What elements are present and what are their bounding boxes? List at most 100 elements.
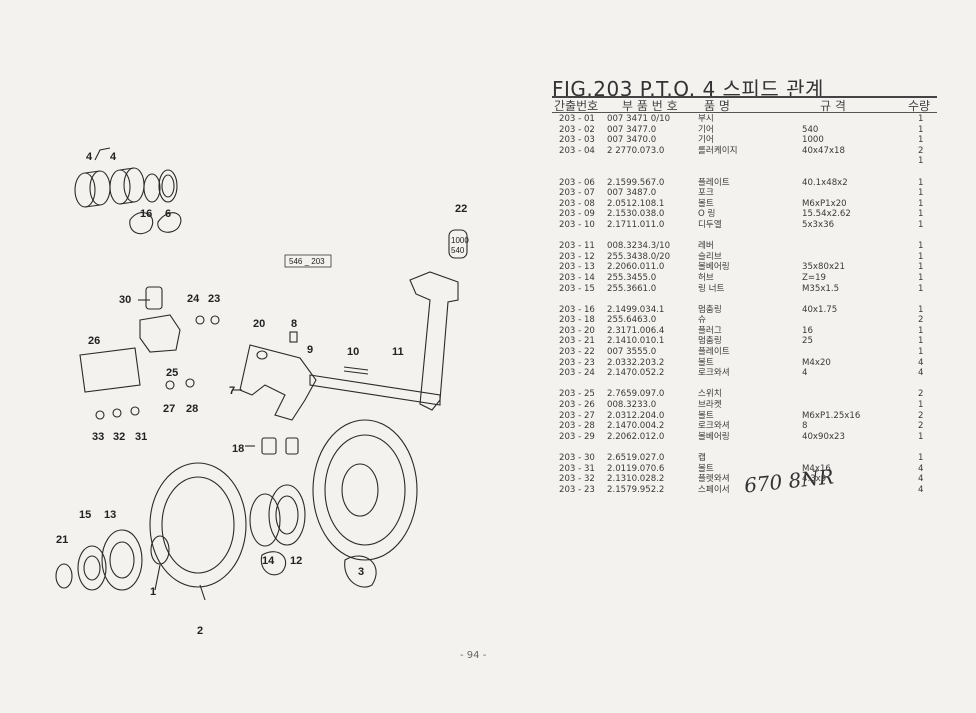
callout-label: 7 bbox=[229, 385, 235, 397]
callout-label: 14 bbox=[262, 555, 275, 567]
row-qty: 4 bbox=[918, 463, 924, 474]
row-number: 203 - 23 bbox=[559, 484, 595, 495]
row-part-name: 포크 bbox=[698, 188, 714, 199]
row-number: 203 - 29 bbox=[559, 431, 595, 442]
row-number: 203 - 18 bbox=[559, 315, 595, 326]
row-part-number: 2.1579.952.2 bbox=[607, 484, 665, 495]
header-part-number: 부 품 번 호 bbox=[622, 99, 678, 113]
callout-label: 2 bbox=[197, 625, 203, 637]
row-number: 203 - 02 bbox=[559, 124, 595, 135]
row-number: 203 - 20 bbox=[559, 325, 595, 336]
row-part-name: O 링 bbox=[698, 209, 716, 220]
row-part-name: 디두엘 bbox=[698, 219, 722, 230]
callout-label: 28 bbox=[186, 403, 198, 415]
row-part-number: 2.1470.004.2 bbox=[607, 421, 665, 432]
row-qty: 1 bbox=[918, 453, 924, 463]
callout-label: 15 bbox=[79, 509, 91, 521]
row-part-name: 볼베어링 bbox=[698, 262, 730, 273]
row-spec: 40x90x23 bbox=[802, 431, 845, 442]
row-part-name: 슬리브 bbox=[698, 251, 722, 262]
row-number: 203 - 32 bbox=[559, 474, 595, 485]
header-part-name: 품 명 bbox=[704, 99, 730, 113]
row-spec: Z=19 bbox=[802, 272, 827, 283]
row-part-name: 기어 bbox=[698, 135, 714, 146]
row-part-name: 볼트 bbox=[698, 357, 714, 368]
callout-label: 16 bbox=[140, 208, 152, 220]
row-qty: 2 bbox=[918, 410, 924, 421]
row-number: 203 - 01 bbox=[559, 114, 595, 124]
row-spec: M4x20 bbox=[802, 357, 831, 368]
row-qty: 1 bbox=[918, 400, 924, 411]
row-qty: 2 bbox=[918, 389, 924, 400]
header-qty: 수량 bbox=[908, 99, 931, 113]
row-spec: 40x1.75 bbox=[802, 304, 838, 315]
row-qty: 4 bbox=[918, 484, 924, 495]
row-qty: 1 bbox=[918, 177, 924, 188]
row-part-name: 브라켓 bbox=[698, 400, 722, 411]
row-qty: 1 bbox=[918, 124, 924, 135]
row-part-number: 255.3438.0/20 bbox=[607, 251, 671, 262]
row-number: 203 - 22 bbox=[559, 347, 595, 358]
row-number: 203 - 31 bbox=[559, 463, 595, 474]
callout-label: 25 bbox=[166, 367, 178, 379]
roller-cage-drawing bbox=[74, 167, 178, 208]
row-spec: 40x47x18 bbox=[802, 145, 845, 156]
page-number: - 94 - bbox=[460, 650, 487, 661]
row-spec: 4.3x9 bbox=[802, 474, 827, 485]
callout-label: 26 bbox=[88, 335, 100, 347]
row-number: 203 - 13 bbox=[559, 262, 595, 273]
row-part-number: 008.3234.3/10 bbox=[607, 241, 671, 252]
row-number: 203 - 08 bbox=[559, 198, 595, 209]
row-number: 203 - 30 bbox=[559, 453, 595, 463]
row-part-name: 허브 bbox=[698, 272, 714, 283]
row-spec: M6xP1.25x16 bbox=[802, 410, 861, 421]
row-part-number: 2.1470.052.2 bbox=[607, 368, 665, 379]
callout-label: 3 bbox=[358, 566, 364, 578]
row-qty: 1 bbox=[918, 114, 924, 124]
row-number: 203 - 07 bbox=[559, 188, 595, 199]
callout-label: 13 bbox=[104, 509, 116, 521]
row-part-name: 볼트 bbox=[698, 198, 714, 209]
row-part-name: 스위치 bbox=[698, 389, 722, 400]
row-part-number: 2.0332.203.2 bbox=[607, 357, 665, 368]
row-qty: 2 bbox=[918, 145, 924, 156]
row-part-name: 슈 bbox=[698, 315, 706, 326]
row-part-name: 볼베어링 bbox=[698, 431, 730, 442]
row-qty: 4 bbox=[918, 357, 924, 368]
row-number: 203 - 23 bbox=[559, 357, 595, 368]
callout-label: 30 bbox=[119, 294, 131, 306]
callout-label: 10 bbox=[347, 346, 359, 358]
header-spec: 규 격 bbox=[820, 99, 846, 113]
reference-box: 546 _ 203 bbox=[284, 254, 332, 268]
callout-label: 23 bbox=[208, 293, 220, 305]
row-qty: 1 bbox=[918, 188, 924, 199]
row-number: 203 - 09 bbox=[559, 209, 595, 220]
row-number: 203 - 15 bbox=[559, 283, 595, 294]
row-number: 203 - 11 bbox=[559, 241, 595, 252]
header-number: 간출번호 bbox=[554, 99, 599, 113]
row-spec: 5x3x36 bbox=[802, 219, 835, 230]
callout-label: 4 bbox=[110, 151, 117, 163]
row-qty: 1 bbox=[918, 135, 924, 146]
row-part-number: 007 3471 0/10 bbox=[607, 114, 671, 124]
callout-label: 9 bbox=[307, 344, 313, 356]
plate-text-top: 1000 bbox=[451, 236, 469, 245]
row-part-name: 볼트 bbox=[698, 410, 714, 421]
row-part-name: 로크와셔 bbox=[698, 368, 730, 379]
row-part-name: 롤러케이지 bbox=[698, 145, 738, 156]
table-row bbox=[552, 167, 937, 178]
row-part-number: 2.1310.028.2 bbox=[607, 474, 665, 485]
